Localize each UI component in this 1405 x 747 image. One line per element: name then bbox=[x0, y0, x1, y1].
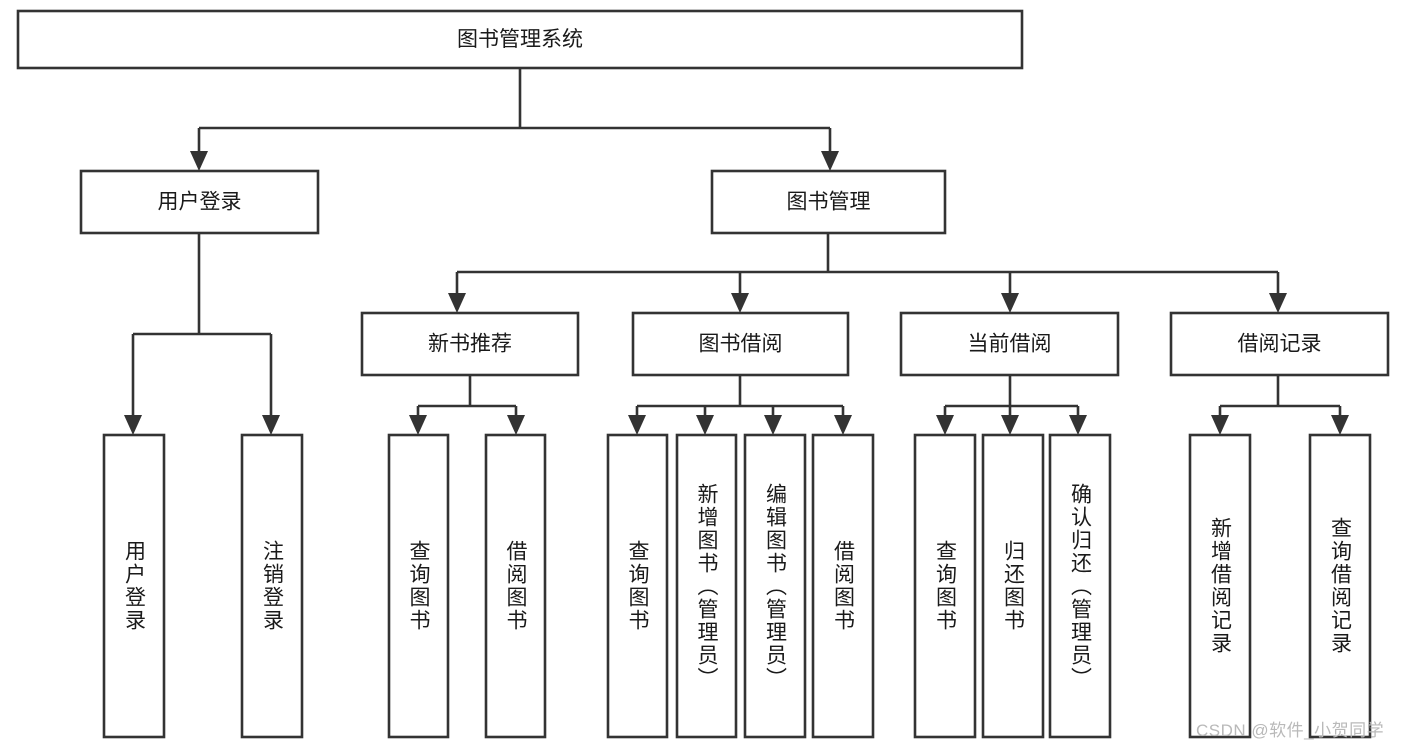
node-box-leaf-2[interactable] bbox=[387, 433, 450, 739]
arrow-head-level2_to_3-3 bbox=[1269, 293, 1287, 313]
node-label-图书管理: 图书管理 bbox=[787, 191, 871, 214]
arrow-head-login_group-0 bbox=[124, 415, 142, 435]
node-box-leaf-10[interactable] bbox=[1048, 433, 1112, 739]
arrow-head-level2_to_3-1 bbox=[731, 293, 749, 313]
arrow-head-login_group-1 bbox=[262, 415, 280, 435]
arrow-head-current_group-1 bbox=[1001, 415, 1019, 435]
arrow-head-current_group-0 bbox=[936, 415, 954, 435]
node-box-leaf-5[interactable] bbox=[675, 433, 738, 739]
node-box-level3-1[interactable] bbox=[631, 311, 850, 377]
node-box-level2-1[interactable] bbox=[710, 169, 947, 235]
watermark-text: CSDN @软件_小贺同学 bbox=[1196, 721, 1385, 740]
arrow-head-level2_to_3-0 bbox=[448, 293, 466, 313]
node-box-root-0[interactable] bbox=[16, 9, 1024, 70]
connectors-layer bbox=[124, 68, 1349, 435]
node-boxes-layer bbox=[16, 9, 1390, 739]
node-label-当前借阅: 当前借阅 bbox=[968, 333, 1052, 356]
arrow-head-level1_to_2-1 bbox=[821, 151, 839, 171]
node-label-新书推荐: 新书推荐 bbox=[428, 333, 512, 356]
arrow-head-borrow_group-3 bbox=[834, 415, 852, 435]
node-box-leaf-12[interactable] bbox=[1308, 433, 1372, 739]
node-box-leaf-0[interactable] bbox=[102, 433, 166, 739]
arrow-head-record_group-0 bbox=[1211, 415, 1229, 435]
node-label-图书借阅: 图书借阅 bbox=[699, 333, 783, 356]
node-box-leaf-7[interactable] bbox=[811, 433, 875, 739]
node-box-level2-0[interactable] bbox=[79, 169, 320, 235]
arrow-head-borrow_group-0 bbox=[628, 415, 646, 435]
node-box-level3-3[interactable] bbox=[1169, 311, 1390, 377]
node-label-用户登录: 用户登录 bbox=[158, 191, 242, 214]
node-box-level3-0[interactable] bbox=[360, 311, 580, 377]
node-box-leaf-6[interactable] bbox=[743, 433, 807, 739]
arrow-head-current_group-2 bbox=[1069, 415, 1087, 435]
node-box-leaf-11[interactable] bbox=[1188, 433, 1252, 739]
node-box-leaf-8[interactable] bbox=[913, 433, 977, 739]
node-box-leaf-1[interactable] bbox=[240, 433, 304, 739]
arrow-head-record_group-1 bbox=[1331, 415, 1349, 435]
node-label-图书管理系统: 图书管理系统 bbox=[457, 28, 583, 51]
node-box-leaf-9[interactable] bbox=[981, 433, 1045, 739]
arrow-head-level1_to_2-0 bbox=[190, 151, 208, 171]
node-box-level3-2[interactable] bbox=[899, 311, 1120, 377]
node-label-借阅记录: 借阅记录 bbox=[1238, 333, 1322, 356]
arrow-head-borrow_group-2 bbox=[764, 415, 782, 435]
arrow-head-newbook_group-0 bbox=[409, 415, 427, 435]
node-box-leaf-4[interactable] bbox=[606, 433, 669, 739]
node-box-leaf-3[interactable] bbox=[484, 433, 547, 739]
arrow-head-newbook_group-1 bbox=[507, 415, 525, 435]
arrow-head-borrow_group-1 bbox=[696, 415, 714, 435]
arrow-head-level2_to_3-2 bbox=[1001, 293, 1019, 313]
